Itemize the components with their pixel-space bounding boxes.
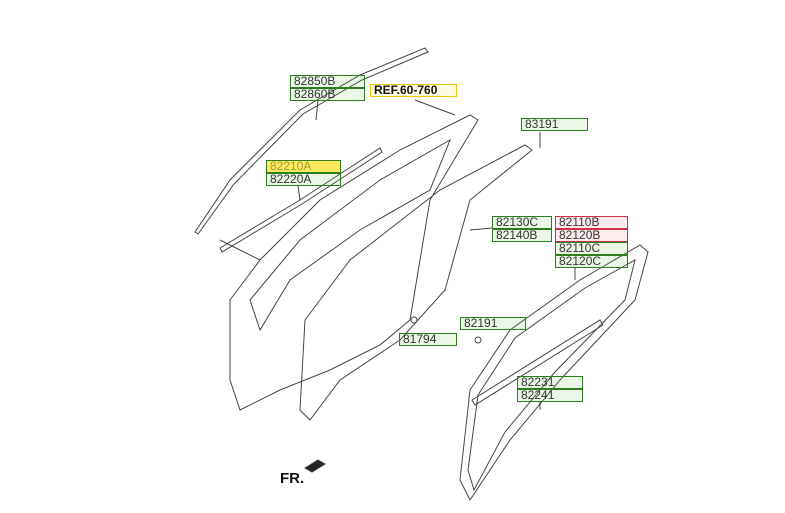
front-arrow-icon [304, 459, 326, 473]
body-weatherstrip-inner [467, 258, 636, 492]
label-82850B[interactable]: 82850B [290, 75, 365, 88]
leader-line [219, 239, 261, 261]
label-82210A[interactable]: 82210A [266, 160, 341, 173]
label-82191[interactable]: 82191 [460, 317, 526, 330]
label-82120B[interactable]: 82120B [555, 229, 628, 242]
label-82231[interactable]: 82231 [517, 376, 583, 389]
label-82220A[interactable]: 82220A [266, 173, 341, 186]
label-82110B[interactable]: 82110B [555, 216, 628, 229]
body-weatherstrip [459, 244, 649, 501]
leader-line [469, 227, 493, 231]
leader-line [315, 99, 319, 121]
label-82120C[interactable]: 82120C [555, 255, 628, 268]
clip-icon [410, 316, 418, 324]
front-marker: FR. [280, 470, 305, 487]
label-82130C[interactable]: 82130C [492, 216, 552, 229]
label-ref-60-760[interactable]: REF.60-760 [370, 84, 457, 97]
lower-strip [471, 319, 604, 406]
leader-line [297, 185, 301, 201]
ref-text: REF.60-760 [374, 83, 438, 97]
door-frame-seal [299, 144, 533, 421]
label-81794[interactable]: 81794 [399, 333, 457, 346]
door-molding-strip [194, 47, 429, 235]
label-83191[interactable]: 83191 [521, 118, 588, 131]
clip-icon [474, 336, 482, 344]
label-82110C[interactable]: 82110C [555, 242, 628, 255]
door-inner-panel [249, 138, 451, 332]
label-82860B[interactable]: 82860B [290, 88, 365, 101]
label-82241[interactable]: 82241 [517, 389, 583, 402]
label-82140B[interactable]: 82140B [492, 229, 552, 242]
leader-line [414, 99, 456, 116]
door-panel [229, 114, 479, 411]
